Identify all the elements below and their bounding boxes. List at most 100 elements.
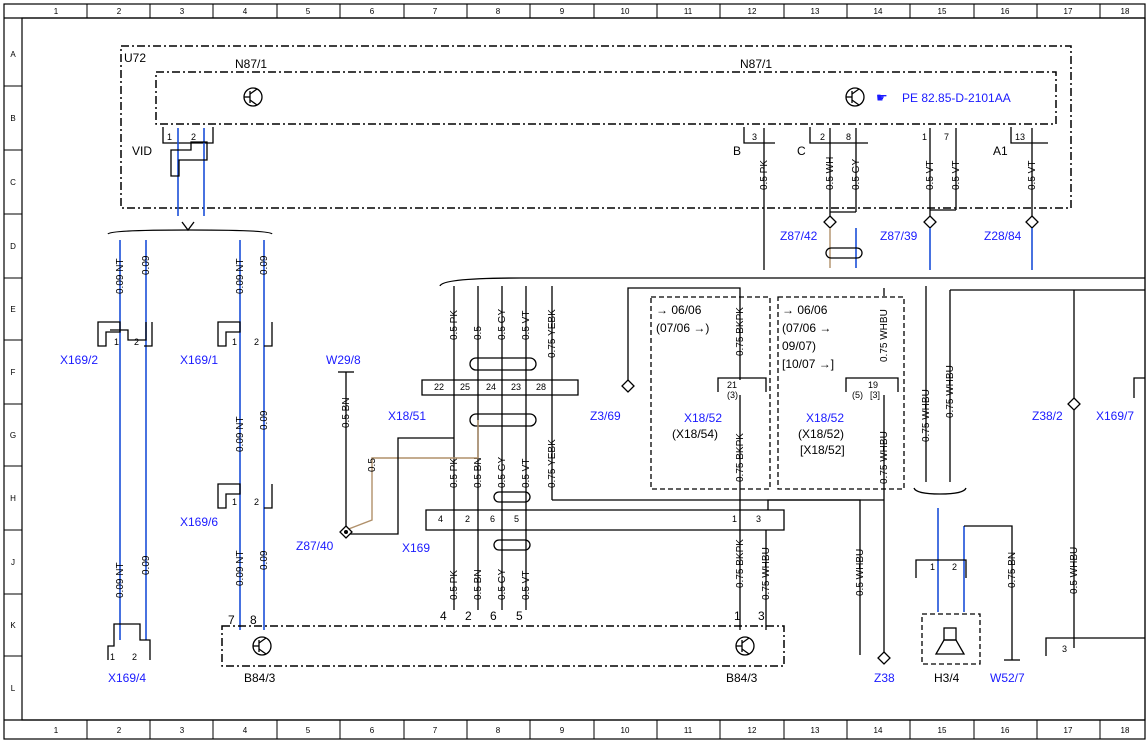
wire-label: 0.5 PK	[759, 160, 770, 190]
wire-label: 0.5 PK	[449, 458, 460, 488]
col-label: 14	[874, 7, 883, 16]
ref-z38-2[interactable]: Z38/2	[1032, 409, 1063, 423]
date-label: 09/07)	[782, 339, 816, 353]
wire-label: 0.09	[141, 255, 152, 275]
pin-label: 22	[434, 382, 444, 392]
pin-label: 1	[922, 132, 927, 142]
x18-52-block-b: → 06/06 (07/06 → 09/07) [10/07 →] 0.75 W…	[761, 288, 905, 685]
date-label: (07/06 →	[782, 321, 831, 335]
ref-x18-52[interactable]: X18/52	[684, 411, 722, 425]
splice-icon	[823, 215, 837, 229]
row-label: H	[10, 494, 16, 503]
pin-label: 7	[228, 613, 235, 627]
wire-label: 0.5 VT	[521, 459, 532, 488]
pin-label: 2	[820, 132, 825, 142]
ref-x169-4[interactable]: X169/4	[108, 671, 146, 685]
wire-label: 0.75 BKPK	[735, 539, 746, 588]
wire-label: 0.75 WHBU	[921, 389, 932, 442]
col-label: 8	[496, 726, 501, 735]
grid-frame	[3, 3, 1146, 740]
wire-label: 0.75 BKPK	[735, 307, 746, 356]
connector-a1-label: A1	[993, 144, 1008, 158]
pin-label: 2	[465, 514, 470, 524]
pin-label: 2	[465, 609, 472, 623]
z3-69-wire: Z3/69	[590, 287, 741, 423]
pin-label: 5	[514, 514, 519, 524]
ref-x169-6[interactable]: X169/6	[180, 515, 218, 529]
ref-z87-39[interactable]: Z87/39	[880, 229, 918, 243]
u72-module: U72 N87/1 N87/1 ☛ PE 82.85-D-2101AA VID …	[120, 45, 1072, 209]
pin-label: 1	[114, 337, 119, 347]
col-label: 9	[560, 726, 565, 735]
pin-label: 3	[1062, 644, 1067, 654]
col-label: 16	[1001, 7, 1010, 16]
pin-label: 1	[734, 609, 741, 623]
ref-z87-40[interactable]: Z87/40	[296, 539, 334, 553]
wire-label: 0.09 NT	[115, 562, 126, 598]
ref-x18-52-alt: (X18/52)	[798, 427, 844, 441]
ref-w52-7[interactable]: W52/7	[990, 671, 1025, 685]
ref-z38[interactable]: Z38	[874, 671, 895, 685]
pin-label: 2	[952, 562, 957, 572]
pin-label: 7	[944, 132, 949, 142]
transistor-icon	[845, 87, 865, 107]
col-label: 9	[560, 7, 565, 16]
ref-z87-42[interactable]: Z87/42	[780, 229, 818, 243]
col-label: 16	[1001, 726, 1010, 735]
wire-label: 0.75 YEBK	[547, 439, 558, 488]
transistor-icon	[243, 87, 263, 107]
row-label: E	[10, 305, 15, 314]
h3-4-label: H3/4	[934, 671, 960, 685]
ref-z28-84[interactable]: Z28/84	[984, 229, 1022, 243]
col-label: 7	[433, 7, 438, 16]
pin-label: 28	[536, 382, 546, 392]
wire-label: 0.5 VT	[1027, 161, 1038, 190]
ref-z3-69[interactable]: Z3/69	[590, 409, 621, 423]
pin-label: 3	[756, 514, 761, 524]
col-label: 6	[370, 7, 375, 16]
wire-label: 0.09	[259, 255, 270, 275]
wire-label: 0.5 WHBU	[855, 549, 866, 596]
ref-x169-7[interactable]: X169/7	[1096, 409, 1134, 423]
wire-label: 0.5 VT	[521, 311, 532, 340]
pe-reference-link[interactable]: PE 82.85-D-2101AA	[902, 91, 1011, 105]
pin-label: 25	[460, 382, 470, 392]
col-label: 13	[811, 7, 820, 16]
ref-x169-1[interactable]: X169/1	[180, 353, 218, 367]
speaker-icon	[934, 627, 966, 655]
wire-label: 0.09 NT	[115, 258, 126, 294]
pin-label: [3]	[870, 390, 880, 400]
wire-label: 0.5	[367, 458, 378, 472]
col-label: 18	[1121, 726, 1130, 735]
pin-label: (5)	[852, 390, 863, 400]
ref-x18-52[interactable]: X18/52	[806, 411, 844, 425]
ref-x169-2[interactable]: X169/2	[60, 353, 98, 367]
ref-x169[interactable]: X169	[402, 541, 430, 555]
col-label: 2	[117, 7, 122, 16]
ref-x18-54: (X18/54)	[672, 427, 718, 441]
wire-label: 0.09	[259, 410, 270, 430]
pin-label: 2	[132, 652, 137, 662]
pin-label: 8	[846, 132, 851, 142]
splice-icon	[877, 651, 891, 665]
col-label: 18	[1121, 7, 1130, 16]
wire-label: 0.09	[141, 555, 152, 575]
ref-w29-8[interactable]: W29/8	[326, 353, 361, 367]
row-label: B	[10, 114, 15, 123]
col-label: 7	[433, 726, 438, 735]
column-labels-top: 1 2 3 4 5 6 7 8 9 10 11 12 13 14 15 16 1…	[54, 7, 1130, 16]
col-label: 2	[117, 726, 122, 735]
col-label: 3	[180, 726, 185, 735]
wire-label: 0.09 NT	[235, 258, 246, 294]
ref-x18-51[interactable]: X18/51	[388, 409, 426, 423]
pin-label: 1	[232, 497, 237, 507]
wire-label: 0.5	[473, 326, 484, 340]
pin-label: 13	[1015, 132, 1025, 142]
wire-label: 0.75 YEBK	[547, 309, 558, 358]
col-label: 1	[54, 7, 59, 16]
wire-label: 0.09	[259, 550, 270, 570]
connector-c-label: C	[797, 144, 806, 158]
row-label: K	[10, 621, 16, 630]
vid-label: VID	[132, 144, 152, 158]
